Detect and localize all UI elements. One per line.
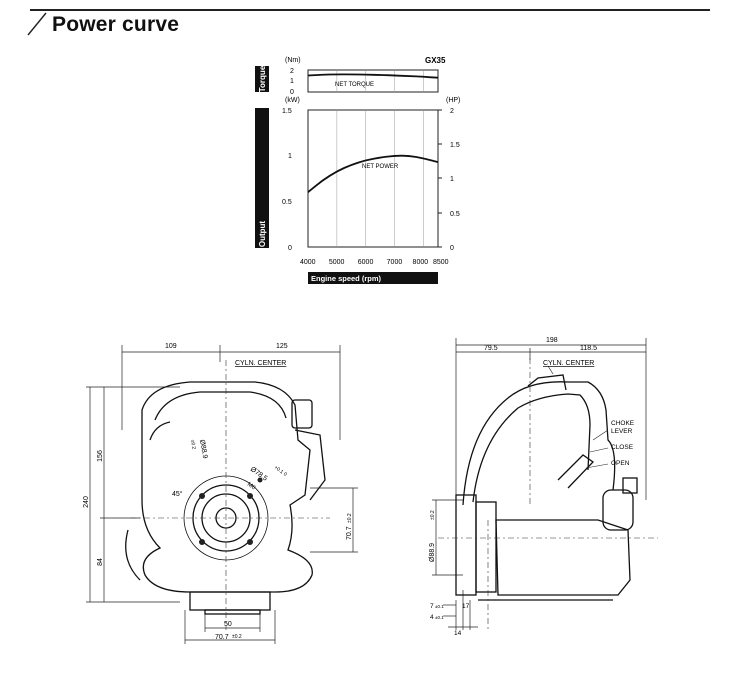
output-plot-frame bbox=[307, 109, 439, 248]
output-unit-right: (HP) bbox=[446, 97, 460, 104]
hp-tick-label: 1.5 bbox=[450, 142, 460, 149]
dim-side-dia: Ø88.9 bbox=[429, 543, 436, 562]
side-view-drawing: 198 79.5 118.5 CYLN. CENTER CHOKE LEVER … bbox=[429, 337, 658, 637]
x-tick-label: 8500 bbox=[433, 259, 449, 266]
dim-7-tol: ±0.1 bbox=[435, 604, 444, 609]
kw-tick-label: 1.5 bbox=[282, 108, 292, 115]
dim-bottom-inner: 50 bbox=[224, 621, 232, 628]
x-tick-label: 6000 bbox=[358, 259, 374, 266]
header-rule bbox=[30, 9, 710, 11]
hp-tick-label: 2 bbox=[450, 108, 454, 115]
dim-side-total-width: 198 bbox=[546, 337, 558, 344]
chart-grid bbox=[336, 70, 424, 247]
torque-axis-label: Torque bbox=[258, 65, 267, 92]
dim-7: 7 bbox=[430, 603, 434, 610]
net-power-line bbox=[307, 154, 439, 193]
torque-unit: (Nm) bbox=[285, 57, 301, 64]
torque-label-bar bbox=[255, 66, 269, 92]
torque-tick-label: 2 bbox=[290, 68, 294, 75]
dim-angle: 45° bbox=[172, 490, 183, 498]
hp-tick-label: 0 bbox=[450, 245, 454, 252]
choke-lever-label-line1: CHOKE bbox=[611, 420, 635, 427]
x-tick-label: 7000 bbox=[387, 259, 403, 266]
x-axis-label-bar bbox=[308, 272, 438, 284]
dim-17: 17 bbox=[462, 603, 470, 610]
net-torque-label: NET TORQUE bbox=[335, 82, 374, 88]
chart-title: GX35 bbox=[425, 56, 446, 65]
choke-lever-label-line2: LEVER bbox=[611, 428, 633, 435]
torque-tick-label: 0 bbox=[290, 89, 294, 96]
header-slash bbox=[27, 12, 47, 36]
dim-left-width: 109 bbox=[165, 343, 177, 350]
dim-upper-height: 156 bbox=[97, 450, 104, 462]
dim-right-width: 125 bbox=[276, 343, 288, 350]
dim-lower-height: 84 bbox=[97, 558, 104, 566]
dim-4-tol: ±0.1 bbox=[435, 615, 444, 620]
dim-4: 4 bbox=[430, 614, 434, 621]
cyl-center-label: CYLN. CENTER bbox=[235, 360, 286, 367]
side-cyl-center-label: CYLN. CENTER bbox=[543, 360, 594, 367]
output-unit-left: (kW) bbox=[285, 97, 300, 104]
close-label: CLOSE bbox=[611, 444, 634, 451]
kw-tick-label: 0 bbox=[288, 245, 292, 252]
dim-right-vertical: 70.7 bbox=[346, 526, 353, 540]
net-power-label: NET POWER bbox=[362, 164, 399, 170]
dim-right-vertical-tol: ±0.2 bbox=[347, 513, 353, 523]
dim-side-dia-tol: ±0.2 bbox=[430, 510, 436, 520]
hp-tick-label: 1 bbox=[450, 176, 454, 183]
x-axis-label: Engine speed (rpm) bbox=[311, 274, 382, 283]
net-torque-line bbox=[307, 73, 439, 79]
x-tick-labels: 4000 5000 6000 7000 8000 8500 bbox=[300, 259, 449, 266]
x-tick-label: 8000 bbox=[413, 259, 429, 266]
dim-side-right-width: 118.5 bbox=[580, 345, 597, 352]
page-title: Power curve bbox=[52, 13, 180, 36]
torque-tick-label: 1 bbox=[290, 78, 294, 85]
dim-14: 14 bbox=[454, 630, 462, 637]
kw-tick-label: 1 bbox=[288, 153, 292, 160]
torque-plot-frame bbox=[307, 69, 439, 93]
dim-bolt-dia-tol: ±0.2 bbox=[189, 439, 197, 450]
dim-bottom-outer-tol: ±0.2 bbox=[232, 634, 242, 640]
dim-m6: M6 bbox=[246, 482, 257, 492]
x-tick-label: 4000 bbox=[300, 259, 316, 266]
dim-total-height: 240 bbox=[83, 496, 90, 508]
power-curve-chart: Torque Output GX35 (Nm) (kW) (HP) 2 1 0 … bbox=[255, 56, 460, 284]
dim-hole-tol: +0.1 0 bbox=[273, 465, 288, 478]
dim-side-left-width: 79.5 bbox=[484, 345, 498, 352]
front-view-drawing: 109 125 CYLN. CENTER 240 156 84 45° Ø88.… bbox=[83, 343, 358, 644]
output-axis-label: Output bbox=[258, 221, 267, 248]
kw-tick-label: 0.5 bbox=[282, 199, 292, 206]
dim-bolt-dia: Ø88.9 bbox=[198, 439, 208, 459]
x-tick-label: 5000 bbox=[329, 259, 345, 266]
hp-tick-label: 0.5 bbox=[450, 211, 460, 218]
open-label: OPEN bbox=[611, 460, 630, 467]
output-label-bar bbox=[255, 108, 269, 248]
dim-bottom-outer: 70.7 bbox=[215, 634, 229, 641]
